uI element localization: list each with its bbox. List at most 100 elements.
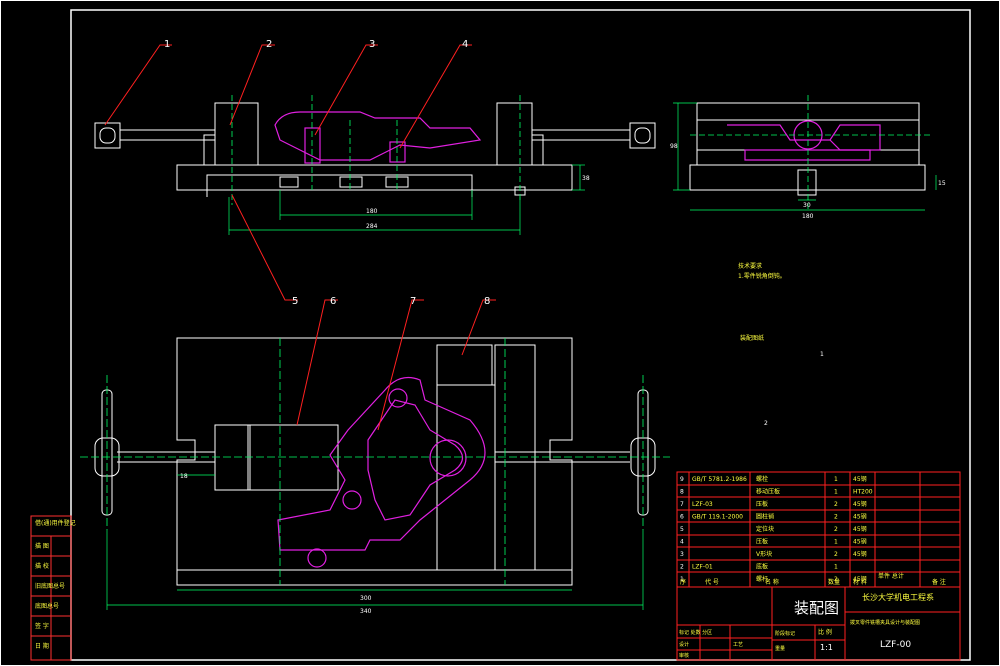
bom-cell: LZF-03	[692, 501, 713, 508]
bom-cell: 2	[834, 514, 838, 521]
title-row-label: 设计	[679, 641, 689, 648]
bom-cell: 单件 总计	[878, 572, 904, 580]
balloon-label: 7	[410, 296, 416, 307]
drawing-number: LZF-00	[880, 640, 911, 650]
dim-label: 340	[360, 608, 372, 615]
title-row-label: 工艺	[733, 642, 743, 648]
dim-label: 300	[360, 595, 372, 602]
sheet-note: 装配图纸	[740, 334, 764, 342]
balloon-label: 3	[369, 39, 375, 50]
tech-notes-line: 1.零件锐角倒钝。	[738, 272, 786, 280]
bom-cell: 45钢	[853, 538, 867, 546]
bom-cell: 材 料	[853, 578, 867, 586]
project-title: 拨叉零件铣槽夹具设计与装配图	[850, 619, 920, 626]
bom-cell: 2	[680, 564, 684, 571]
bom-cell: 1	[834, 564, 838, 571]
bom-cell: 代 号	[705, 578, 719, 586]
title-row-label: 标记 处数 分区	[679, 629, 712, 636]
title-row-label: 重量	[775, 645, 785, 652]
sheet-mark: 1	[820, 351, 824, 358]
side-label: 旧底图总号	[35, 582, 65, 590]
bom-cell: 2	[834, 576, 838, 583]
bom-table-grid	[676, 471, 961, 588]
bom-cell: 9	[680, 476, 684, 483]
bom-cell: LZF-01	[692, 564, 713, 571]
drawing-name: 装配图	[794, 599, 839, 617]
bom-cell: 45钢	[853, 513, 867, 521]
balloon-label: 4	[462, 39, 468, 50]
bom-cell: 数量	[828, 578, 840, 586]
bom-cell: 3	[680, 551, 684, 558]
title-block-text: 装配图 长沙大学机电工程系 拨叉零件铣槽夹具设计与装配图 LZF-00 比 例 …	[679, 592, 934, 659]
bom-cell: HT200	[853, 489, 873, 496]
side-label: 描 图	[35, 542, 49, 550]
bom-cell: GB/T 5781.2-1986	[692, 476, 747, 483]
balloon-label: 2	[266, 39, 272, 50]
bom-cell: 5	[680, 526, 684, 533]
bom-cell: GB/T 119.1-2000	[692, 514, 743, 521]
school-name: 长沙大学机电工程系	[862, 592, 934, 602]
top-view-centerlines	[80, 338, 670, 585]
bom-cell: 圆柱销	[756, 513, 774, 521]
title-block-grid	[676, 586, 961, 661]
bom-cell: 压板	[756, 538, 768, 546]
bom-cell: V形块	[756, 550, 772, 558]
bom-cell: 2	[834, 551, 838, 558]
side-label: 日 期	[35, 642, 49, 650]
sheet-mark: 2	[764, 420, 768, 427]
side-registry-labels: 借(通)用件登记 描 图 描 校 旧底图总号 底图总号 签 字 日 期	[35, 519, 76, 650]
technical-notes: 技术要求 1.零件锐角倒钝。 装配图纸 1 2	[738, 262, 824, 427]
side-label: 借(通)用件登记	[35, 519, 76, 527]
dim-label: 180	[366, 208, 378, 215]
side-view-centerlines	[690, 95, 930, 210]
side-label: 描 校	[35, 562, 49, 570]
side-label: 底图总号	[35, 602, 59, 610]
bom-cell: 名 称	[765, 578, 779, 586]
title-row-label: 阶段标记	[775, 630, 795, 637]
bom-cell: 2	[834, 501, 838, 508]
balloon-label: 6	[330, 296, 336, 307]
balloon-numbers: 1 2 3 4 5 6 7 8	[164, 39, 490, 307]
bom-cell: 45钢	[853, 500, 867, 508]
bom-cell: 1	[834, 476, 838, 483]
scale-label: 比 例	[818, 628, 832, 636]
front-dimensions	[228, 164, 585, 235]
dim-label: 284	[366, 223, 378, 230]
top-view	[94, 337, 656, 586]
bom-cell: 定位块	[756, 525, 774, 533]
dim-label: 18	[180, 473, 188, 480]
balloon-label: 8	[484, 296, 490, 307]
bom-cell: 6	[680, 514, 684, 521]
bom-cell: 压板	[756, 500, 768, 508]
bom-cell: 螺杆	[756, 575, 768, 583]
side-registry	[30, 515, 72, 661]
front-dimension-labels: 180 284 38	[366, 175, 590, 230]
title-row-label: 审核	[679, 652, 689, 659]
front-view-part	[274, 111, 482, 164]
side-dimensions	[673, 102, 937, 211]
bom-cell: 备 注	[932, 578, 946, 586]
top-dimension-labels: 300 340 18	[180, 473, 372, 615]
bom-cell: 底板	[756, 563, 768, 571]
scale-value: 1:1	[820, 643, 833, 652]
bom-cell: 45钢	[853, 550, 867, 558]
balloon-label: 1	[164, 39, 170, 50]
bom-cell: 移动压板	[756, 488, 780, 496]
bom-cell: 45钢	[853, 525, 867, 533]
balloon-label: 5	[292, 296, 298, 307]
front-view-centerlines	[231, 95, 521, 205]
dim-label: 38	[582, 175, 590, 182]
top-view-part	[277, 377, 486, 568]
bom-cell: 8	[680, 489, 684, 496]
bom-cell: 1	[834, 539, 838, 546]
bom-cell: 1	[680, 576, 684, 583]
bom-cell: 序	[680, 578, 686, 586]
front-view	[94, 102, 656, 197]
dim-label: 180	[802, 213, 814, 220]
bom-cell: 45钢	[853, 575, 867, 583]
dim-label: 30	[803, 202, 811, 209]
top-dimensions	[106, 474, 644, 610]
tech-notes-title: 技术要求	[738, 262, 762, 270]
